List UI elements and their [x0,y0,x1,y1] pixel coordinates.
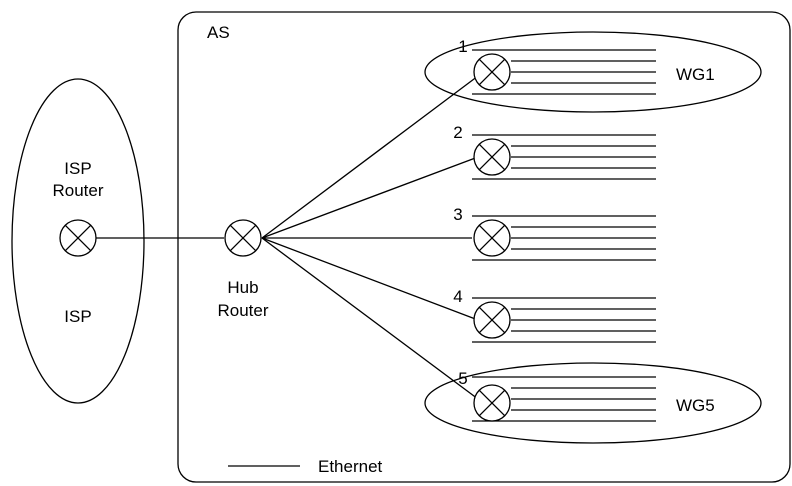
ethernet-bus-5 [472,376,656,422]
router-4-icon [473,301,511,339]
hub-link-1 [261,75,479,239]
hub-router-label-line2: Router [217,301,268,320]
hub-link-4 [261,237,479,321]
hub-link-2 [261,156,479,239]
ethernet-bus-3 [472,215,656,261]
router-5-icon [473,384,511,422]
isp-router-label-line1: ISP [64,159,91,178]
hub-link-5 [261,237,479,400]
workgroup-5-region [424,362,762,444]
isp-region-label: ISP [64,307,91,326]
as-boundary [177,11,791,483]
router-4-number: 4 [453,287,462,306]
router-3-number: 3 [453,205,462,224]
workgroup-5-label: WG5 [676,396,715,415]
ethernet-bus-4 [472,297,656,343]
isp-router-label-line2: Router [52,181,103,200]
hub-router-icon [224,219,262,257]
workgroup-1-region [424,31,762,113]
isp-router-icon [59,219,97,257]
router-3-icon [473,219,511,257]
ethernet-bus-1 [472,49,656,95]
router-5-number: 5 [458,369,467,388]
router-1-number: 1 [458,37,467,56]
workgroup-1-label: WG1 [676,65,715,84]
router-2-icon [473,138,511,176]
isp-region [11,78,145,404]
as-label: AS [207,23,230,42]
router-2-number: 2 [453,123,462,142]
hub-router-label-line1: Hub [227,278,258,297]
ethernet-bus-2 [472,134,656,180]
legend-ethernet-label: Ethernet [318,457,383,476]
router-1-icon [473,53,511,91]
